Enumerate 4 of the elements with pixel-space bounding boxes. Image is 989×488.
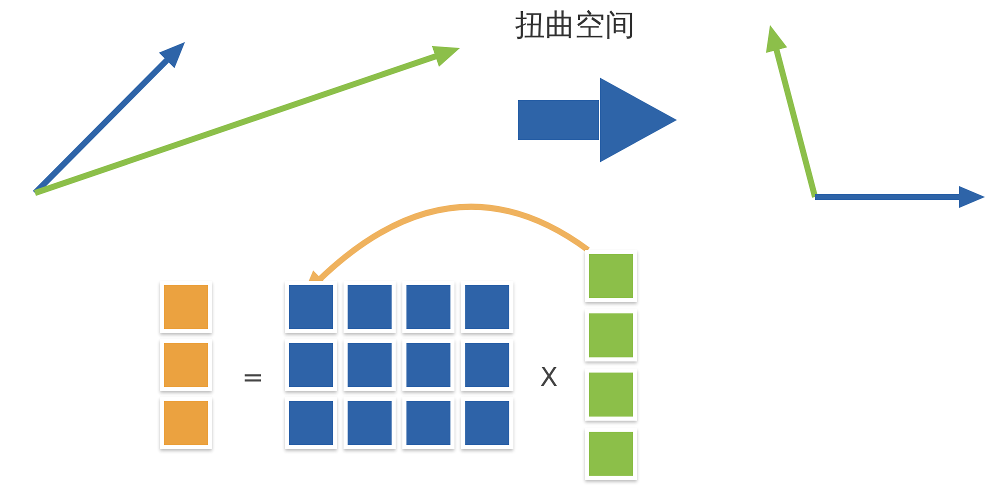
multiplication-sign: X — [540, 363, 558, 393]
edge-label: 扭曲空间 — [515, 8, 635, 44]
block-arrow — [518, 75, 680, 165]
equals-sign: = — [242, 363, 264, 393]
